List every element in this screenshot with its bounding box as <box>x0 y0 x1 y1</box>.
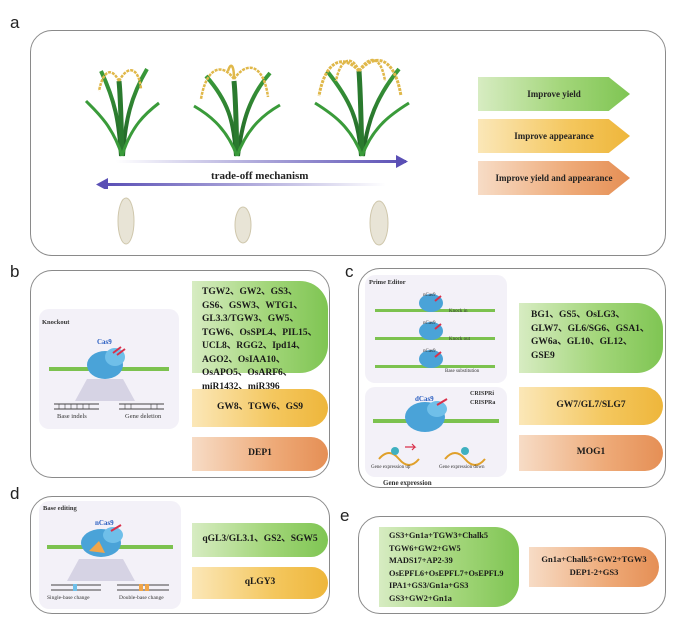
rice-plant-3-icon <box>314 59 410 157</box>
crispr-activation-icon <box>373 398 499 466</box>
base-editor-icon <box>47 524 173 591</box>
prime-yield-genes: BG1、GS5、OsLG3、GLW7、GL6/SG6、GSA1、GW6a、GL1… <box>519 303 663 373</box>
combo-line-5: IPA1+GS3/Gn1a+GS3 <box>389 581 469 591</box>
prime-appearance-genes: GW7/GL7/SLG7 <box>519 387 663 425</box>
single-base-caption: Single-base change <box>47 595 90 601</box>
panel-d: Base editing nCas9 Single-base change Do… <box>30 496 330 614</box>
expression-down-caption: Gene expression down <box>439 465 485 470</box>
rice-grain-1-icon <box>117 197 135 245</box>
stacked-yield-combinations: GS3+Gn1a+TGW3+Chalk5 TGW6+GW2+GW5 MADS17… <box>379 527 519 607</box>
base-substitution-caption: Base substitution <box>445 369 480 374</box>
crispra-label: CRISPRa <box>470 400 496 406</box>
combo-line-2: TGW6+GW2+GW5 <box>389 543 461 553</box>
double-base-caption: Double-base change <box>119 595 164 601</box>
combo-line-6: GS3+GW2+Gn1a <box>389 593 452 603</box>
knockout-illustration: Knockout Cas9 Base indels Gene deletion <box>39 309 179 429</box>
tradeoff-arrows <box>96 155 408 189</box>
base-indels-caption: Base indels <box>57 413 87 420</box>
improve-yield-arrow: Improve yield <box>478 77 630 111</box>
ncas9-label: nCas9 <box>95 519 114 527</box>
tradeoff-label: trade-off mechanism <box>211 170 309 182</box>
ncas9-label-2: nCas9 <box>423 321 436 326</box>
combo-line-4: OsEPFL6+OsEPFL7+OsEPFL9 <box>389 568 504 578</box>
crispri-label: CRISPRi <box>470 391 495 397</box>
rice-grain-2-icon <box>234 206 252 244</box>
improve-yield-appearance-arrow: Improve yield and appearance <box>478 161 630 195</box>
prime-editor-title: Prime Editor <box>369 279 406 286</box>
dcas9-label: dCas9 <box>415 395 434 403</box>
panel-label-e: e <box>340 506 350 525</box>
rice-plants-illustration <box>84 59 410 157</box>
rice-grains-illustration <box>117 197 389 246</box>
panel-label-c: c <box>345 262 354 281</box>
base-editing-illustration: Base editing nCas9 Single-base change Do… <box>39 501 181 609</box>
gene-expression-illustration: dCas9 CRISPRi CRISPRa Gene expression up… <box>365 387 507 477</box>
rice-plant-1-icon <box>84 67 160 157</box>
rice-grain-3-icon <box>369 200 389 246</box>
combo-both-line-1: Gn1a+Chalk5+GW2+TGW3 <box>541 554 647 564</box>
rice-plant-2-icon <box>193 64 281 157</box>
base-editing-title: Base editing <box>43 505 77 512</box>
knockout-both-genes: DEP1 <box>192 437 328 471</box>
gene-deletion-caption: Gene deletion <box>125 413 162 420</box>
panel-label-d: d <box>10 484 20 503</box>
knock-out-caption: Knock out <box>449 337 470 342</box>
ncas9-label-3: nCas9 <box>423 349 436 354</box>
expression-up-caption: Gene expression up <box>371 465 411 470</box>
combo-both-line-2: DEP1-2+GS3 <box>569 567 619 577</box>
panel-label-a: a <box>10 13 20 32</box>
knockout-yield-genes: TGW2、GW2、GS3、GS6、GSW3、WTG1、GL3.3/TGW3、GW… <box>192 281 328 392</box>
base-editing-appearance-genes: qLGY3 <box>192 567 328 599</box>
arrow-right-icon <box>116 160 406 163</box>
prime-editor-icon <box>375 294 495 368</box>
ncas9-label-1: nCas9 <box>423 293 436 298</box>
improve-appearance-arrow: Improve appearance <box>478 119 630 153</box>
prime-editor-illustration: Prime Editor nCas9 Knock in nCas9 Knock … <box>365 275 507 383</box>
panel-c: Prime Editor nCas9 Knock in nCas9 Knock … <box>358 268 666 488</box>
base-editing-yield-genes: qGL3/GL3.1、GS2、SGW5 <box>192 523 328 557</box>
combo-line-1: GS3+Gn1a+TGW3+Chalk5 <box>389 531 489 540</box>
knock-in-caption: Knock in <box>449 309 468 314</box>
combo-line-3: MADS17+AP2-39 <box>389 556 453 566</box>
arrow-left-icon <box>106 183 386 186</box>
knockout-appearance-genes: GW8、TGW6、GS9 <box>192 389 328 427</box>
panel-b: Knockout Cas9 Base indels Gene deletion … <box>30 270 330 478</box>
panel-e: GS3+Gn1a+TGW3+Chalk5 TGW6+GW2+GW5 MADS17… <box>358 516 666 614</box>
cas9-label: Cas9 <box>97 338 112 346</box>
gene-expression-title: Gene expression <box>383 479 432 487</box>
knockout-title: Knockout <box>42 319 70 326</box>
panel-a: trade-off mechanism Improve yield Improv… <box>30 30 666 256</box>
prime-both-genes: MOG1 <box>519 435 663 471</box>
cas9-complex-icon <box>49 346 169 410</box>
panel-label-b: b <box>10 262 20 281</box>
stacked-both-combinations: Gn1a+Chalk5+GW2+TGW3 DEP1-2+GS3 <box>529 547 659 587</box>
